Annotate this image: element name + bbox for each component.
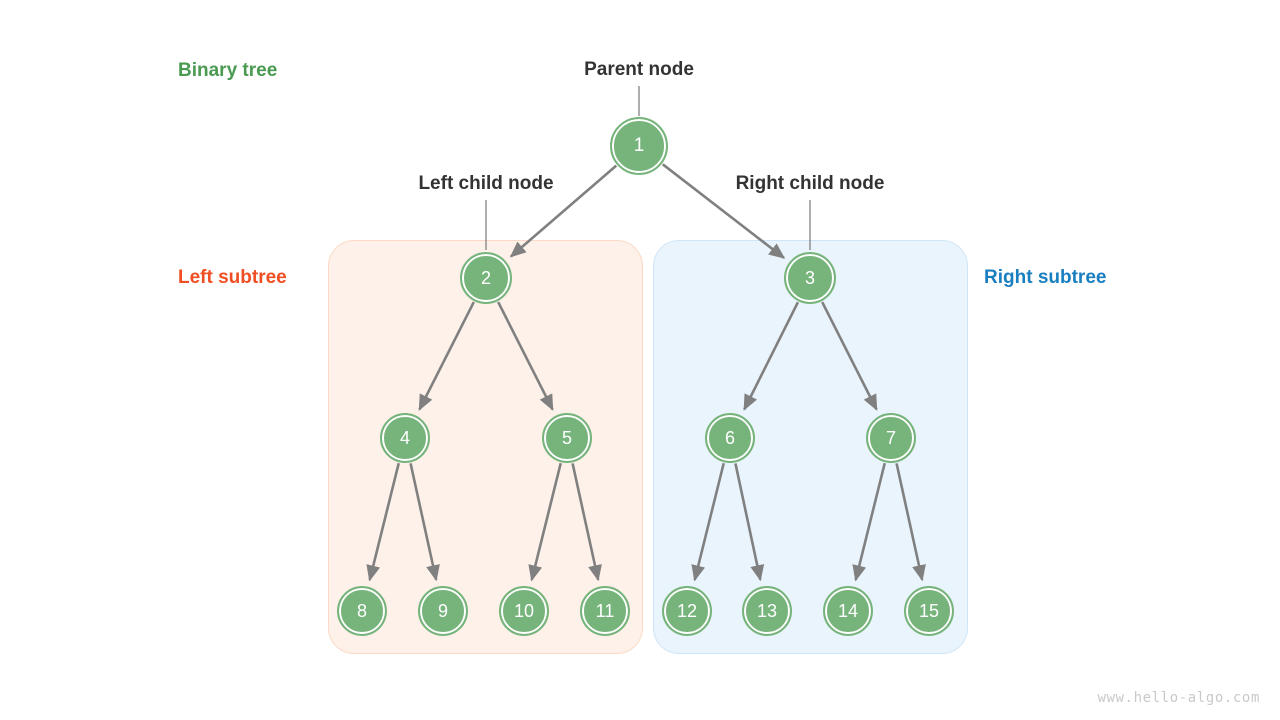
right-subtree-region bbox=[653, 240, 968, 654]
left-subtree-label: Left subtree bbox=[178, 267, 287, 288]
tree-edge-3-to-7 bbox=[821, 301, 878, 411]
tree-node-13: 13 bbox=[742, 586, 792, 636]
node-value: 4 bbox=[399, 427, 410, 448]
tree-node-6: 6 bbox=[705, 413, 755, 463]
tree-edge-4-to-8 bbox=[366, 462, 400, 582]
tree-node-14: 14 bbox=[823, 586, 873, 636]
tree-node-11: 11 bbox=[580, 586, 630, 636]
tree-edge-3-to-6 bbox=[743, 301, 800, 411]
node-value: 11 bbox=[595, 600, 615, 621]
tree-node-10: 10 bbox=[499, 586, 549, 636]
tree-node-4: 4 bbox=[380, 413, 430, 463]
callout-right-child-node: Right child node bbox=[735, 173, 885, 194]
node-value: 5 bbox=[561, 427, 572, 448]
tree-edge-5-to-10 bbox=[528, 462, 562, 582]
tree-node-12: 12 bbox=[662, 586, 712, 636]
node-value: 2 bbox=[480, 267, 491, 288]
tree-edge-7-to-14 bbox=[852, 462, 886, 582]
diagram-title: Binary tree bbox=[178, 60, 278, 81]
node-value: 3 bbox=[804, 267, 815, 288]
tree-edge-7-to-15 bbox=[895, 463, 926, 582]
node-value: 7 bbox=[885, 427, 896, 448]
tree-edge-2-to-4 bbox=[418, 301, 475, 411]
node-value: 12 bbox=[676, 600, 698, 621]
edge-group bbox=[366, 163, 926, 582]
callout-left-child-node: Left child node bbox=[418, 173, 554, 194]
callout-parent-node: Parent node bbox=[584, 59, 694, 80]
tree-edge-4-to-9 bbox=[409, 463, 440, 582]
node-value: 1 bbox=[633, 135, 645, 156]
tree-edge-1-to-2 bbox=[509, 164, 618, 258]
tree-node-9: 9 bbox=[418, 586, 468, 636]
node-value: 8 bbox=[356, 600, 367, 621]
node-value: 10 bbox=[513, 600, 535, 621]
tree-node-8: 8 bbox=[337, 586, 387, 636]
tree-edge-6-to-13 bbox=[734, 463, 765, 582]
tree-node-1: 1 bbox=[610, 117, 668, 175]
right-subtree-label: Right subtree bbox=[984, 267, 1107, 288]
node-value: 13 bbox=[756, 600, 778, 621]
left-subtree-region bbox=[328, 240, 643, 654]
tree-node-3: 3 bbox=[784, 252, 836, 304]
callout-pointer-group bbox=[485, 86, 811, 250]
tree-edge-6-to-12 bbox=[691, 462, 725, 582]
tree-edge-1-to-3 bbox=[661, 163, 786, 259]
node-value: 6 bbox=[724, 427, 735, 448]
node-value: 15 bbox=[918, 600, 940, 621]
tree-node-15: 15 bbox=[904, 586, 954, 636]
tree-edge-5-to-11 bbox=[571, 463, 602, 582]
tree-node-2: 2 bbox=[460, 252, 512, 304]
tree-edge-2-to-5 bbox=[497, 301, 554, 411]
node-value: 9 bbox=[437, 600, 448, 621]
node-value: 14 bbox=[837, 600, 859, 621]
tree-node-7: 7 bbox=[866, 413, 916, 463]
tree-node-5: 5 bbox=[542, 413, 592, 463]
watermark: www.hello-algo.com bbox=[1097, 690, 1260, 706]
